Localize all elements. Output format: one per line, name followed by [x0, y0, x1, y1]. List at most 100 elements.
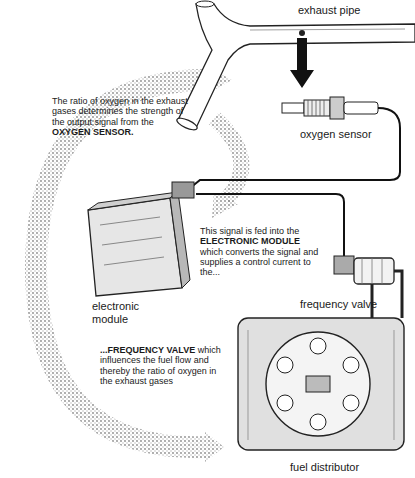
part-label: frequency valve: [300, 298, 400, 311]
pipe-end: [196, 1, 214, 7]
sensor-body: [344, 102, 378, 114]
word: strength: [141, 106, 174, 116]
word: the: [262, 247, 275, 257]
distributor-centre: [306, 376, 330, 392]
module-top: [88, 192, 178, 210]
word: module: [92, 313, 128, 325]
word: which: [200, 247, 223, 257]
module-front: [88, 198, 182, 296]
fuel-line: [394, 271, 402, 318]
control-wire: [196, 194, 344, 256]
flow-arrow-band: [214, 118, 241, 200]
module-side: [170, 192, 190, 288]
word: a: [236, 257, 241, 267]
word: fuel: [158, 355, 173, 365]
word: of: [168, 366, 176, 376]
word: the: [141, 117, 154, 127]
word: control: [243, 257, 270, 267]
explanation-note: This signal is fed into the ELECTRONIC M…: [200, 226, 325, 278]
explanation-note: The ratio of oxygen in the exhaust gases…: [52, 96, 192, 137]
word: exhaust: [156, 96, 188, 106]
sensor-hex: [330, 97, 344, 119]
signal-wire: [190, 108, 400, 188]
part-label: fuel distributor: [290, 461, 405, 474]
explanation-note: ...FREQUENCY VALVE which influences the …: [100, 345, 222, 386]
word: valve: [351, 298, 377, 310]
module-connector: [172, 182, 194, 198]
word: in: [132, 96, 139, 106]
word: flow: [175, 355, 191, 365]
emphasis-word: MODULE: [261, 236, 300, 246]
word: is: [246, 226, 253, 236]
word: of: [176, 106, 184, 116]
word: signal: [277, 247, 301, 257]
fuel-port: [310, 338, 326, 354]
word: into: [270, 226, 285, 236]
flow-arrow-head: [212, 192, 238, 218]
word: oxygen: [300, 128, 335, 140]
word: gases: [149, 376, 173, 386]
word: distributor: [311, 461, 359, 473]
word: gases: [52, 106, 76, 116]
fuel-port: [310, 414, 326, 430]
word: the: [133, 366, 146, 376]
word: in: [209, 366, 216, 376]
word: thereby: [100, 366, 130, 376]
part-label: oxygen sensor: [300, 128, 405, 141]
flow-arrow-band: [36, 80, 205, 447]
word: the: [141, 96, 154, 106]
sensor-tip: [282, 103, 304, 113]
word: current: [273, 257, 301, 267]
word: oxygen: [100, 96, 129, 106]
word: oxygen: [178, 366, 207, 376]
word: sensor: [339, 128, 372, 140]
emphasis-word: SENSOR.: [93, 127, 134, 137]
word: and: [303, 247, 318, 257]
distributor-housing: [238, 318, 404, 450]
word: ratio: [148, 366, 166, 376]
sensor-thread: [304, 100, 330, 116]
word: electronic: [92, 300, 139, 312]
word: This: [200, 226, 217, 236]
part-label: electronic module: [92, 300, 162, 325]
word: the: [100, 376, 113, 386]
thread-lines: [308, 100, 324, 116]
word: exhaust: [298, 4, 337, 16]
word: supplies: [200, 257, 233, 267]
fuel-port: [277, 395, 293, 411]
part-label: exhaust pipe: [298, 4, 403, 17]
valve-connector: [334, 256, 354, 274]
word: determines: [79, 106, 124, 116]
word: frequency: [300, 298, 348, 310]
word: which: [198, 345, 221, 355]
word: ratio: [70, 96, 88, 106]
word: converts: [226, 247, 260, 257]
word: signal: [220, 226, 244, 236]
word: signal: [95, 117, 119, 127]
word: the: [52, 117, 65, 127]
word: of: [90, 96, 98, 106]
valve-rings: [362, 258, 382, 284]
emphasis-word: VALVE: [167, 345, 196, 355]
exhaust-pipe: [178, 4, 415, 128]
emphasis-word: ...FREQUENCY: [100, 345, 164, 355]
word: from: [121, 117, 139, 127]
pipe-flange: [175, 116, 198, 132]
flow-arrow-head: [205, 432, 224, 462]
word: the: [287, 226, 300, 236]
fuel-port: [343, 395, 359, 411]
sensor-port: [299, 30, 305, 36]
word: output: [67, 117, 92, 127]
word: and: [194, 355, 209, 365]
word: pipe: [340, 4, 361, 16]
pipe-shading: [250, 29, 405, 30]
word: fuel: [290, 461, 308, 473]
valve-body: [354, 258, 394, 284]
emphasis-word: ELECTRONIC: [200, 236, 259, 246]
mounting-arrow: [290, 38, 314, 88]
emphasis-word: OXYGEN: [52, 127, 91, 137]
word: fed: [255, 226, 268, 236]
housing-edge: [248, 330, 394, 440]
word: The: [52, 96, 68, 106]
